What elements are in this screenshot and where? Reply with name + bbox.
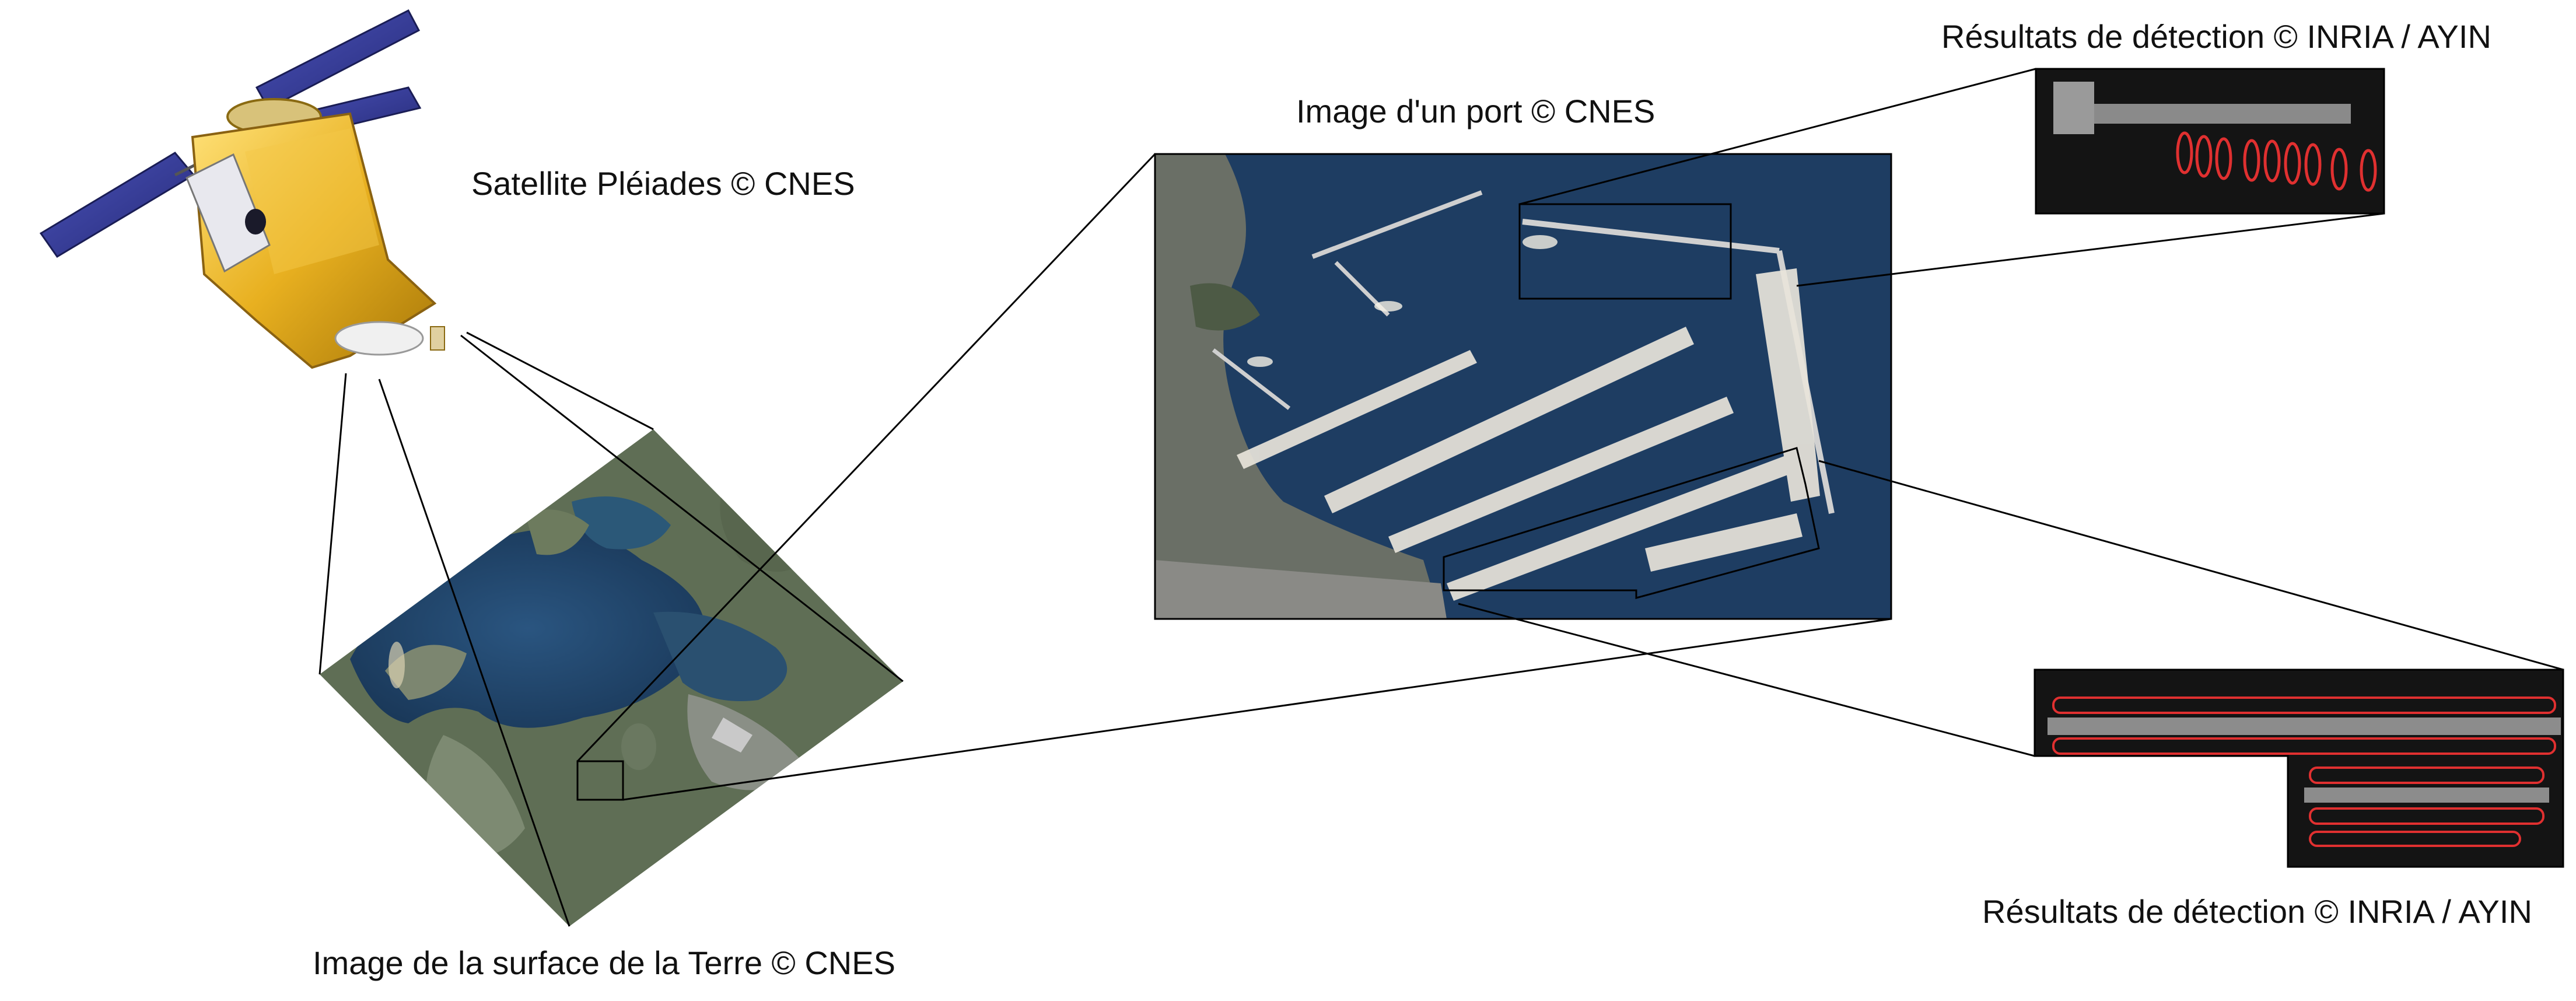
port-shoreline	[1155, 154, 1441, 619]
satellite-base-ring	[334, 321, 424, 356]
earth-caption: Image de la surface de la Terre © CNES	[313, 944, 895, 981]
detected-boats-bottom	[2052, 696, 2556, 847]
detection-frame-top	[2035, 68, 2385, 215]
detection-caption-top: Résultats de détection © INRIA / AYIN	[1941, 18, 2491, 55]
satellite-caption: Satellite Pléiades © CNES	[471, 165, 855, 202]
satellite-illustration	[39, 9, 445, 369]
port-caption: Image d'un port © CNES	[1296, 93, 1656, 130]
port-pontoons	[1237, 268, 1820, 601]
earth-surface-image	[320, 429, 903, 926]
earth-zoom-box	[576, 760, 624, 801]
detection-result-top	[2036, 69, 2384, 214]
port-zoom-box-bottom	[1443, 447, 1820, 599]
detected-boats-top	[2176, 131, 2377, 192]
detection-caption-bottom: Résultats de détection © INRIA / AYIN	[1982, 893, 2532, 930]
port-image-frame	[1154, 153, 1892, 620]
solar-panel-left	[39, 152, 195, 258]
port-image	[1155, 154, 1891, 619]
instrument-block	[186, 153, 271, 273]
detection-result-bottom	[2035, 670, 2563, 867]
lens-icon	[245, 209, 266, 235]
port-zoom-box-top	[1518, 203, 1732, 300]
connector-lines	[318, 68, 2564, 927]
